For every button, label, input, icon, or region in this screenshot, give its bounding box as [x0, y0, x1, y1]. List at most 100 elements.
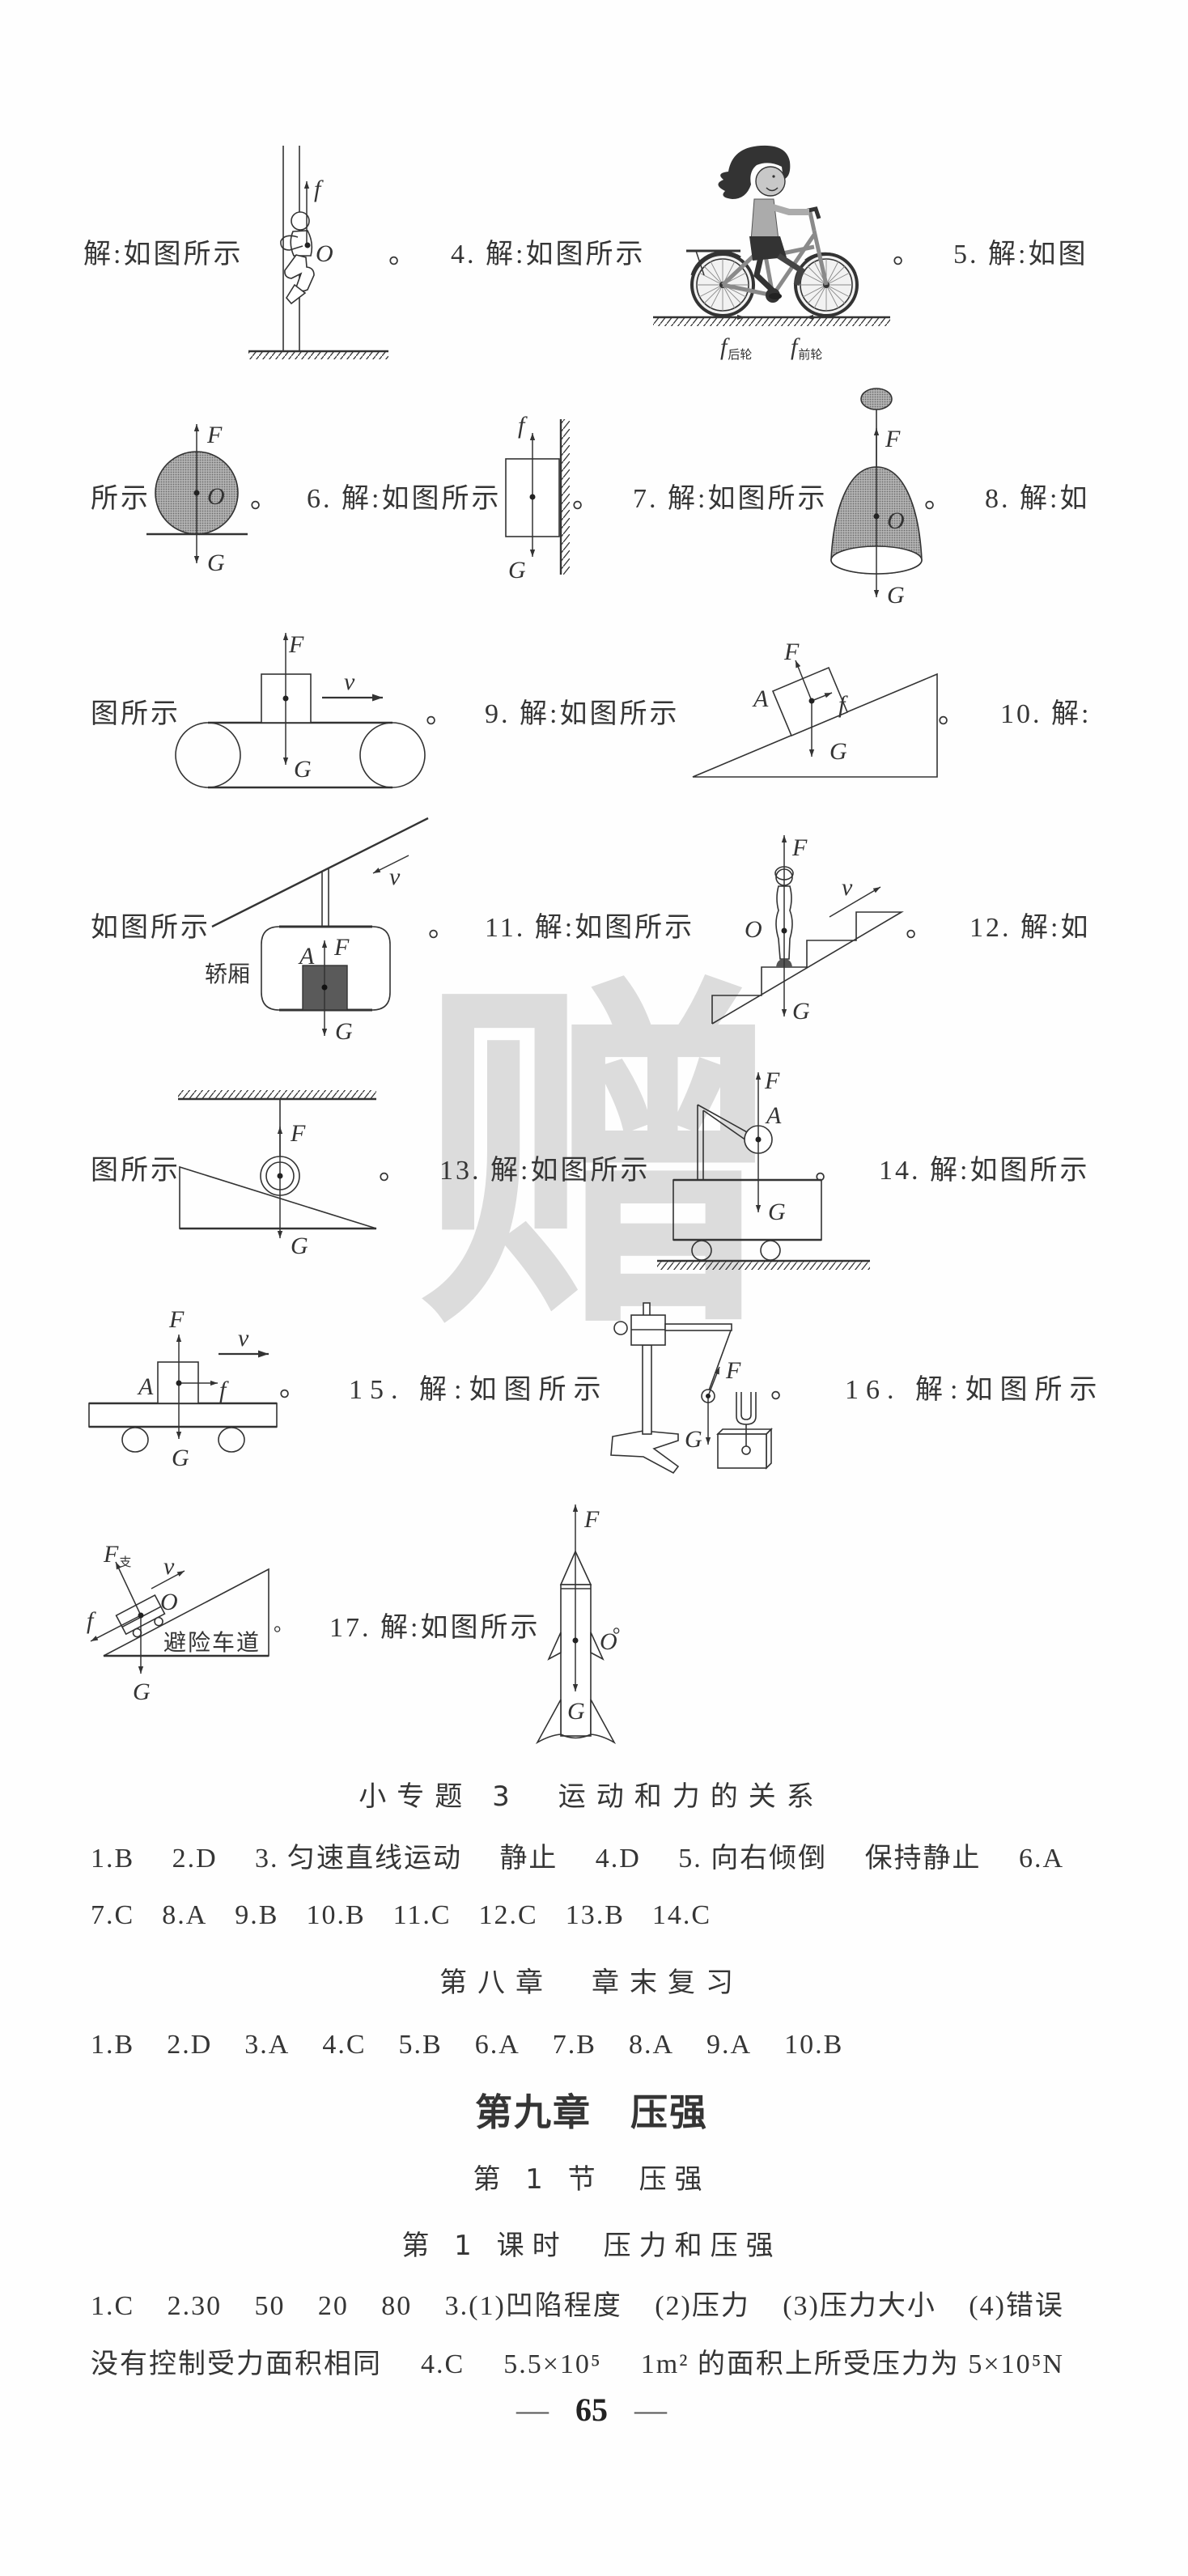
- answer-item: 没有控制受力面积相同: [91, 2349, 382, 2379]
- answer-text-q17: 17. 解:如图所示: [329, 1613, 541, 1643]
- label-cabin: 轿厢: [205, 961, 250, 987]
- figure-q14-cart: F f A G v: [88, 1306, 278, 1471]
- answer-item: (2)压力: [655, 2291, 750, 2321]
- label-f: F: [206, 422, 223, 448]
- figure-q12-ball-on-slope: F G: [178, 1090, 377, 1259]
- figure-q5-ball: F O G: [146, 422, 248, 576]
- wedge: [179, 1165, 377, 1229]
- answer-item: 4.C: [322, 2030, 367, 2060]
- answer-item: 9.B: [235, 1900, 279, 1930]
- answer-text-q8-end: 图所示: [91, 699, 180, 729]
- answer-item: (4)错误: [969, 2291, 1064, 2321]
- answer-text-q12-end: 图所示: [91, 1156, 180, 1186]
- page-number-dash: —: [516, 2391, 549, 2428]
- label-f: F: [885, 426, 901, 452]
- answer-text-q8-start: 8. 解:如: [985, 484, 1090, 514]
- answer-item: 2.D: [167, 2030, 213, 2060]
- answer-item: 8.A: [162, 1900, 208, 1930]
- answer-item: 5. 向右倾倒: [678, 1844, 828, 1874]
- answer-item: 10.B: [306, 1900, 366, 1930]
- answer-item: 6.A: [1018, 1844, 1064, 1874]
- page-number-value: 65: [575, 2391, 608, 2428]
- answer-item: 10.B: [784, 2030, 844, 2060]
- answer-item: 1.B: [91, 1844, 135, 1874]
- answer-line: 7.C 8.A 9.B 10.B 11.C 12.C 13.B 14.C: [91, 1902, 1064, 1929]
- front-wheel: [794, 253, 859, 317]
- figure-q9-block-on-incline: F f A G: [692, 639, 938, 778]
- answer-text-q3: 解:如图所示: [83, 240, 244, 269]
- figure-q3-pole-climber: f O: [248, 146, 388, 359]
- label-f: F: [583, 1506, 600, 1533]
- answer-line: 1.C 2.30 50 20 80 3.(1)凹陷程度 (2)压力 (3)压力大…: [91, 2293, 1064, 2320]
- pendulum-ball: [701, 1389, 715, 1403]
- rocket-nose: [559, 1550, 592, 1585]
- label-g: G: [133, 1678, 151, 1705]
- answer-text-q7: 7. 解:如图所示: [633, 484, 828, 514]
- full-stop: 。: [906, 913, 936, 943]
- label-a: A: [752, 685, 769, 712]
- answer-item: 11.C: [392, 1900, 452, 1930]
- label-g: G: [829, 738, 847, 765]
- ball: [155, 451, 239, 535]
- label-o: O: [160, 1589, 178, 1615]
- center-point: [304, 242, 311, 248]
- lamp-shade: [830, 466, 923, 575]
- answer-item: 5.B: [398, 2030, 443, 2060]
- label-g: G: [207, 550, 225, 576]
- full-stop: 。: [428, 913, 458, 943]
- figure-q17-rocket: F O G: [535, 1504, 617, 1745]
- tuning-fork: [716, 1392, 773, 1470]
- full-stop: 。: [924, 484, 954, 514]
- answer-text-q12-start: 12. 解:如: [969, 913, 1091, 943]
- full-stop: 。: [274, 1615, 293, 1636]
- full-stop: 。: [938, 699, 968, 729]
- label-g: G: [172, 1445, 189, 1471]
- answer-text-q14: 14. 解:如图所示: [879, 1156, 1090, 1186]
- label-f: f: [314, 176, 324, 202]
- label-v: v: [238, 1325, 249, 1352]
- person-body: [775, 885, 793, 960]
- velocity-arrow: [151, 1570, 185, 1589]
- ball: [260, 1156, 300, 1196]
- label-g: G: [335, 1018, 353, 1045]
- force-arrow-friction: [811, 692, 833, 702]
- label-o: O: [207, 483, 225, 510]
- page-number: — 65 —: [0, 2392, 1183, 2428]
- label-g: G: [291, 1233, 308, 1259]
- label-f-rear: f后轮: [720, 333, 752, 362]
- answer-item: 2.30: [167, 2291, 223, 2321]
- block-a: [302, 965, 348, 1011]
- rear-wheel: [690, 253, 755, 317]
- section-title-topic-3: 小专题 3 运动和力的关系: [359, 1780, 825, 1813]
- answer-item: 3. 匀速直线运动: [255, 1844, 462, 1874]
- answer-text-q4: 4. 解:如图所示: [451, 240, 646, 269]
- label-g: G: [508, 557, 526, 584]
- figure-q4-bicycle: f后轮 f前轮: [653, 145, 890, 362]
- figure-q8-conveyor: F G v: [175, 631, 426, 789]
- label-f: F: [290, 1120, 306, 1147]
- full-stop: 。: [279, 1373, 309, 1403]
- label-v: v: [389, 864, 401, 890]
- label-v: v: [842, 874, 853, 901]
- section-title: 第 1 节 压强: [473, 2163, 711, 2196]
- answer-item: 80: [381, 2291, 413, 2321]
- full-stop: 。: [426, 699, 456, 729]
- label-f: F: [288, 631, 304, 658]
- answer-item: 1.B: [91, 2030, 135, 2060]
- full-stop: 。: [893, 240, 923, 269]
- label-o: O: [316, 240, 333, 267]
- full-stop: 。: [572, 484, 602, 514]
- label-f: f: [518, 412, 528, 439]
- figure-q16-runaway-ramp: F支 v O f G 避险车道: [87, 1541, 269, 1705]
- answer-text-q13: 13. 解:如图所示: [439, 1156, 651, 1186]
- label-f-support: F支: [103, 1541, 131, 1569]
- label-v: v: [163, 1553, 175, 1580]
- answer-item: 4.C: [421, 2349, 465, 2379]
- label-friction: f: [87, 1607, 96, 1634]
- full-stop: 。: [388, 240, 418, 269]
- label-f: F: [333, 934, 350, 961]
- label-friction: f: [219, 1377, 229, 1403]
- answer-item: 9.A: [706, 2030, 753, 2060]
- force-arrow-friction: [90, 1615, 142, 1642]
- force-arrow-normal: [115, 1561, 142, 1616]
